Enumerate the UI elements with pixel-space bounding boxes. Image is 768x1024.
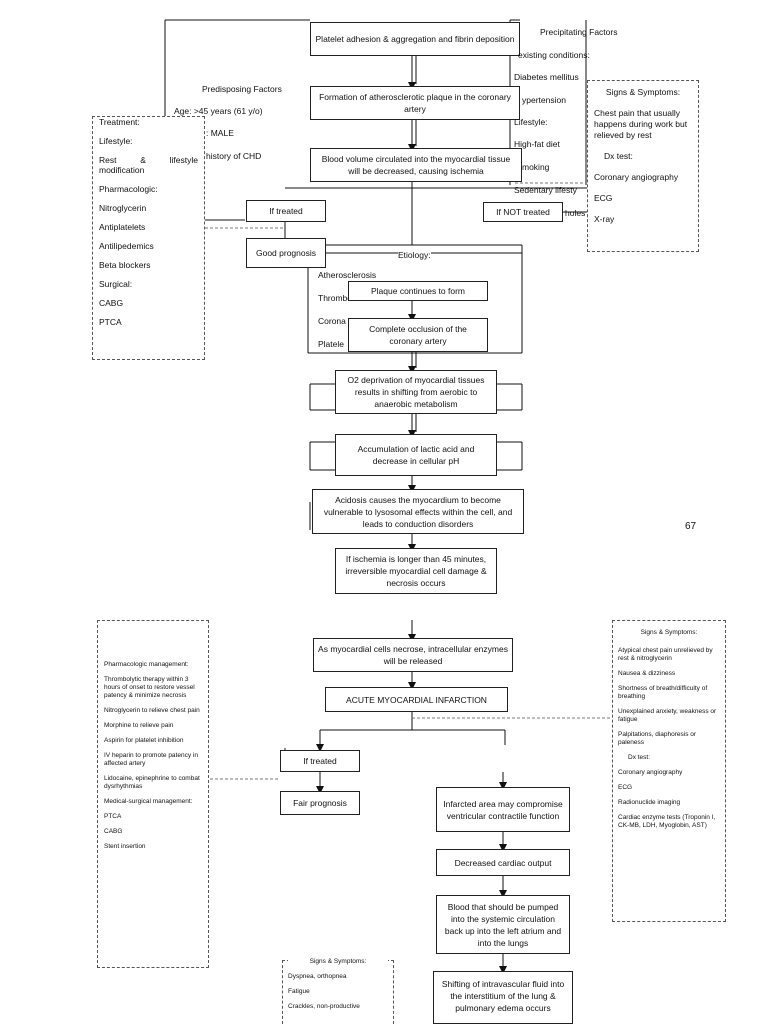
plaque-continues-box: Plaque continues to form — [348, 281, 488, 301]
signs-top-item: ECG — [594, 193, 613, 203]
signs-right-item: ECG — [618, 784, 633, 791]
flow-step-lactic-acid: Accumulation of lactic acid and decrease… — [335, 434, 497, 476]
signs-top-item: Coronary angiography — [594, 172, 679, 182]
treatment-item: Pharmacologic: — [99, 184, 158, 194]
treatment-item: Rest & lifestyle modification — [99, 155, 198, 175]
precipitating-item: moking — [522, 162, 550, 172]
signs-right-item: Nausea & dizziness — [618, 670, 676, 677]
flow-step-enzymes: As myocardial cells necrose, intracellul… — [313, 638, 513, 672]
signs-top-item: X-ray — [594, 214, 615, 224]
treatment-item: Nitroglycerin — [99, 203, 147, 213]
etiology-item: Corona — [318, 316, 346, 326]
predisposing-history: history of CHD — [206, 151, 262, 161]
signs-top-dx: Dx test: — [604, 151, 633, 161]
signs-bottom-panel: Signs & Symptoms: Dyspnea, orthopnea Fat… — [282, 958, 394, 1024]
treatment-item: Beta blockers — [99, 260, 151, 270]
precipitating-item: existing conditions: — [518, 50, 590, 60]
signs-right-item: Radionuclide imaging — [618, 799, 681, 806]
signs-right-item: Unexplained anxiety, weakness or fatigue — [618, 708, 717, 723]
flow-step-ischemia: Blood volume circulated into the myocard… — [310, 148, 522, 182]
predisposing-sex: : MALE — [206, 128, 234, 138]
pharma-item: Morphine to relieve pain — [104, 722, 174, 729]
treatment-title: Treatment: — [99, 117, 140, 127]
treatment-item: CABG — [99, 298, 124, 308]
pharma-item: Stent insertion — [104, 843, 146, 850]
signs-top-title: Signs & Symptoms: — [605, 87, 681, 97]
treatment-item: PTCA — [99, 317, 122, 327]
pharma-item: Aspirin for platelet inhibition — [104, 737, 184, 744]
page-number: 67 — [685, 521, 697, 532]
signs-bottom-item: Fatigue — [288, 988, 310, 995]
signs-right-panel: Signs & Symptoms: Atypical chest pain un… — [612, 620, 726, 922]
pharma-item: Pharmacologic management: — [104, 661, 189, 668]
flow-step-contractile: Infarcted area may compromise ventricula… — [436, 787, 570, 832]
precipitating-item: ypertension — [522, 95, 566, 105]
signs-right-title: Signs & Symptoms: — [640, 629, 698, 636]
signs-right-item: Palpitations, diaphoresis or paleness — [618, 731, 697, 746]
fair-prognosis-box: Fair prognosis — [280, 791, 360, 815]
etiology-item: Thrombo — [318, 293, 353, 303]
signs-right-item: Coronary angiography — [618, 769, 683, 776]
pharma-item: IV heparin to promote patency in affecte… — [104, 752, 198, 767]
etiology-title: Etiology: — [398, 250, 431, 261]
predisposing-age: Age: >45 years (61 y/o) — [174, 106, 263, 116]
etiology-item: Atherosclerosis — [318, 270, 377, 280]
flow-step-backup: Blood that should be pumped into the sys… — [436, 895, 570, 954]
precipitating-item: Lifestyle: — [514, 117, 548, 127]
occlusion-box: Complete occlusion of the coronary arter… — [348, 318, 488, 352]
precipitating-item: Sedentary lifesty — [514, 185, 577, 195]
flow-step-acidosis: Acidosis causes the myocardium to become… — [312, 489, 524, 534]
precipitating-title: Precipitating Factors — [540, 27, 618, 37]
treatment-item: Antiplatelets — [99, 222, 146, 232]
treatment-panel: Treatment: Lifestyle: Rest & lifestyle m… — [92, 116, 205, 360]
flow-step-cardiac-output: Decreased cardiac output — [436, 849, 570, 876]
good-prognosis-box: Good prognosis — [246, 238, 326, 268]
signs-right-item: Shortness of breath/difficulty of breath… — [618, 685, 708, 700]
ami-box: ACUTE MYOCARDIAL INFARCTION — [325, 687, 508, 712]
pharma-panel: Pharmacologic management: Thrombolytic t… — [97, 620, 209, 968]
signs-right-item: Cardiac enzyme tests (Troponin I, CK-MB,… — [618, 814, 716, 829]
precipitating-item: Diabetes mellitus — [514, 72, 579, 82]
flow-step-necrosis: If ischemia is longer than 45 minutes, i… — [335, 548, 497, 594]
signs-top-desc: Chest pain that usually happens during w… — [594, 108, 688, 140]
flow-step-edema: Shifting of intravascular fluid into the… — [433, 971, 573, 1024]
predisposing-title: Predisposing Factors — [202, 84, 282, 94]
pharma-item: Medical-surgical management: — [104, 798, 193, 805]
etiology-item: Platele — [318, 339, 344, 349]
treatment-item: Lifestyle: — [99, 136, 133, 146]
signs-top-panel: Signs & Symptoms: Chest pain that usuall… — [587, 80, 699, 252]
pharma-item: Nitroglycerin to relieve chest pain — [104, 707, 200, 714]
flow-step-o2-deprivation: O2 deprivation of myocardial tissues res… — [335, 370, 497, 414]
signs-right-item: Atypical chest pain unrelieved by rest &… — [618, 647, 713, 662]
flow-step-platelet: Platelet adhesion & aggregation and fibr… — [310, 22, 520, 56]
pharma-item: CABG — [104, 828, 123, 835]
signs-bottom-item: Crackles, non-productive — [288, 1003, 360, 1010]
pharma-item: Thrombolytic therapy within 3 hours of o… — [104, 676, 195, 699]
treatment-item: Surgical: — [99, 279, 133, 289]
precipitating-item: High-fat diet — [514, 139, 560, 149]
pharma-item: PTCA — [104, 813, 122, 820]
flow-step-plaque: Formation of atherosclerotic plaque in t… — [310, 86, 520, 120]
pharma-item: Lidocaine, epinephrine to combat dysrhyt… — [104, 775, 200, 790]
if-not-treated-box: If NOT treated — [483, 202, 563, 222]
signs-bottom-title: Signs & Symptoms: — [288, 958, 388, 966]
treatment-item: Antilipedemics — [99, 241, 154, 251]
if-treated-box: If treated — [246, 200, 326, 222]
precipitating-item: holes — [565, 208, 586, 218]
signs-right-item: Dx test: — [628, 754, 651, 761]
if-treated-2-box: If treated — [280, 750, 360, 772]
signs-bottom-item: Dyspnea, orthopnea — [288, 973, 347, 980]
